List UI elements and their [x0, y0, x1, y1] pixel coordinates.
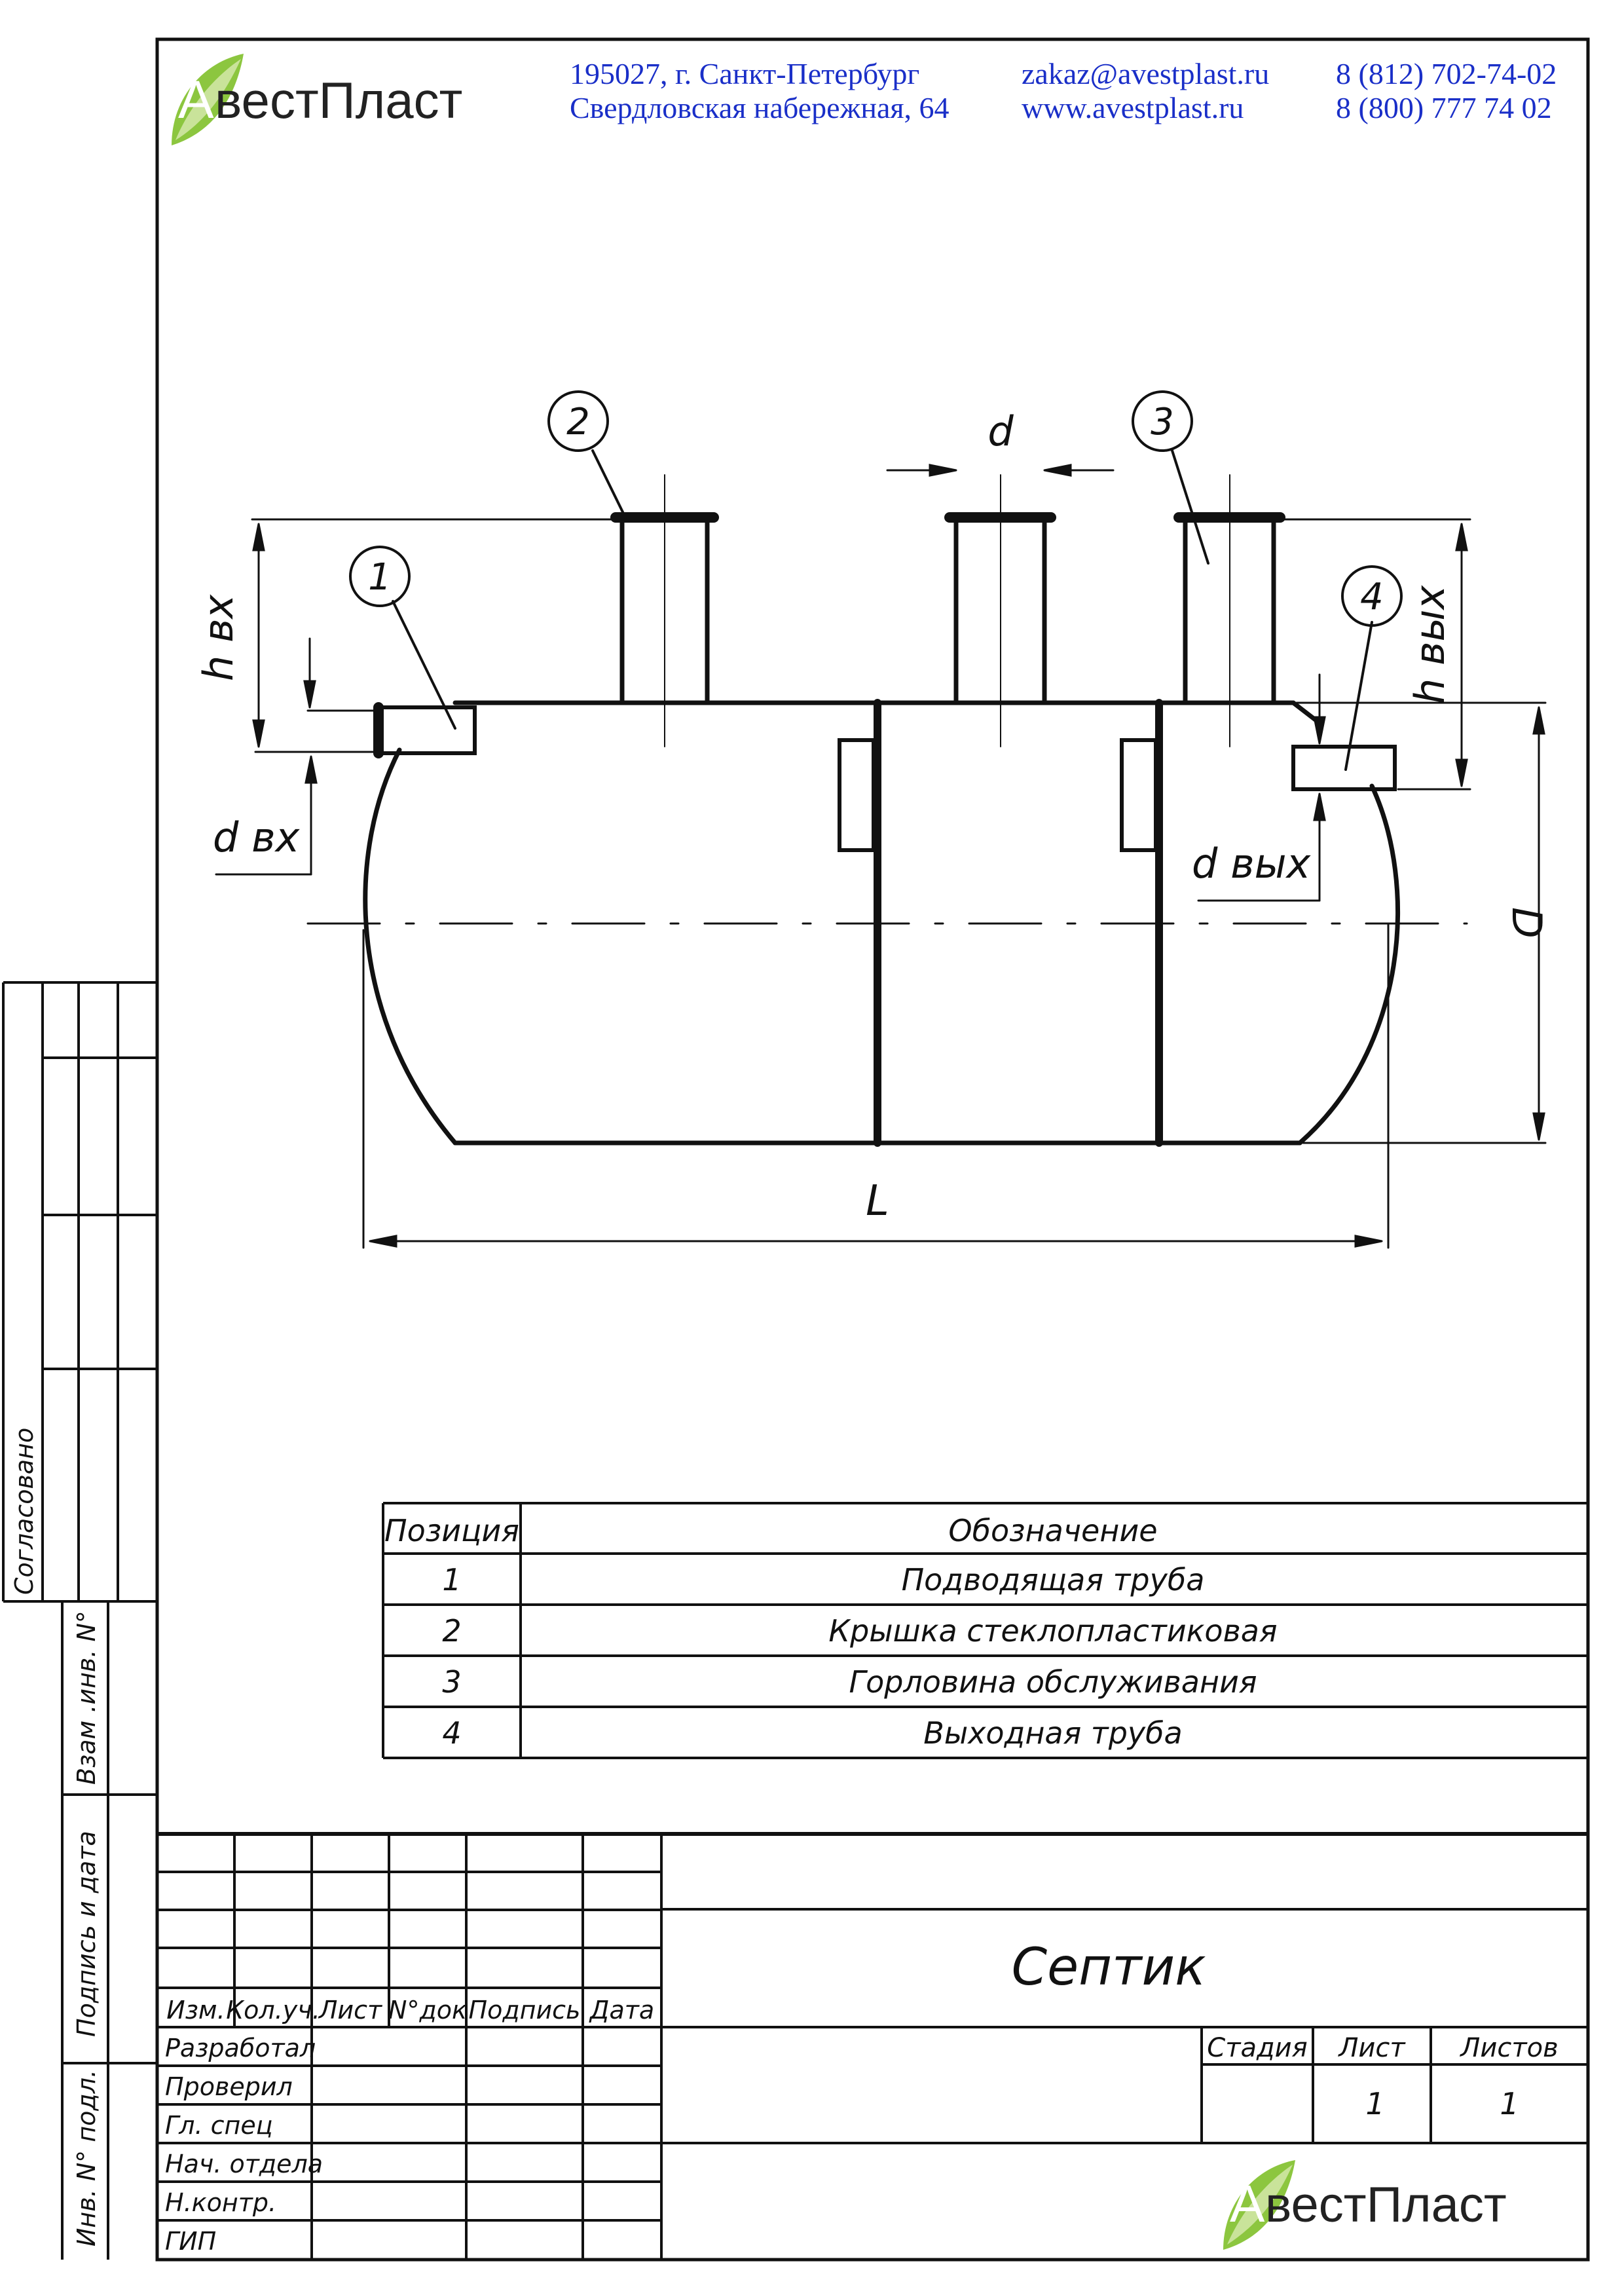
callout-4: 4: [1360, 576, 1384, 618]
drawing-title: Септик: [1012, 1938, 1206, 1997]
callout-2: 2: [566, 401, 590, 443]
spec-row-3: 3 Горловина обслуживания: [442, 1664, 1257, 1700]
phone-1: 8 (812) 702-74-02: [1336, 57, 1557, 90]
dimension-lines: [215, 464, 1547, 1249]
role-department-head: Нач. отдела: [165, 2150, 323, 2178]
side-stamp-inv-swap: Взам .инв. N°: [72, 1611, 101, 1785]
callout-circles: [349, 390, 1403, 627]
inlet-pipe: [373, 702, 477, 758]
dim-d-in: d вх: [213, 813, 301, 861]
spec-row-name: Крышка стеклопластиковая: [828, 1613, 1277, 1649]
role-list: Разработал Проверил Гл. спец Нач. отдела…: [165, 2034, 323, 2256]
side-stamp-inv-orig: Инв. N° подл.: [72, 2070, 101, 2247]
role-developer: Разработал: [165, 2034, 316, 2062]
address-line-2: Свердловская набережная, 64: [570, 91, 950, 124]
dim-h-in: h вх: [194, 593, 242, 681]
dim-D: D: [1503, 907, 1551, 939]
phone-2: 8 (800) 777 74 02: [1336, 91, 1552, 124]
callout-leaders: [392, 449, 1373, 771]
rev-header-sheet: Лист: [318, 1996, 383, 2024]
spec-header-designation: Обозначение: [948, 1513, 1157, 1548]
spec-table: [382, 1502, 1587, 1759]
logo-text: вестПласт: [215, 71, 462, 129]
logo-first-letter: А: [1230, 2174, 1265, 2233]
website-link[interactable]: www.avestplast.ru: [1022, 91, 1244, 124]
side-stamp-agreed: Согласовано: [10, 1428, 39, 1595]
spec-row-name: Выходная труба: [923, 1715, 1182, 1751]
rev-header-count: Кол.уч.: [226, 1996, 320, 2024]
spec-row-name: Горловина обслуживания: [849, 1664, 1257, 1700]
spec-header-position: Позиция: [384, 1513, 519, 1548]
rev-header-doc-no: N°док: [388, 1996, 467, 2024]
outlet-pipe: [1291, 745, 1397, 791]
role-chief-engineer: ГИП: [165, 2227, 216, 2256]
sheets-value: 1: [1500, 2086, 1519, 2121]
sheets-label: Листов: [1459, 2033, 1558, 2063]
spec-row-position: 3: [442, 1664, 461, 1700]
partition-overflows: [838, 738, 1161, 852]
title-block-logo: А вестПласт: [1223, 2160, 1507, 2250]
rev-header-change: Изм.: [166, 1996, 225, 2024]
revision-headers: Изм. Кол.уч. Лист N°док Подпись Дата: [166, 1996, 654, 2024]
role-chief-specialist: Гл. спец: [165, 2111, 273, 2140]
callout-1: 1: [368, 556, 392, 599]
dim-d-out: d вых: [1192, 840, 1312, 887]
spec-row-position: 2: [442, 1613, 461, 1649]
spec-row-name: Подводящая труба: [902, 1562, 1205, 1597]
sheet-label: Лист: [1337, 2033, 1406, 2063]
dim-d: d: [987, 407, 1014, 455]
dim-h-out: h вых: [1406, 585, 1454, 704]
rev-header-signature: Подпись: [469, 1996, 581, 2024]
title-block: [157, 1832, 1588, 2260]
logo-text: вестПласт: [1265, 2177, 1507, 2233]
neck-service-3: [1173, 474, 1285, 747]
spec-row-position: 1: [442, 1562, 461, 1597]
email-link[interactable]: zakaz@avestplast.ru: [1022, 57, 1269, 90]
logo-first-letter: А: [178, 70, 214, 130]
role-norm-control: Н.контр.: [165, 2188, 276, 2217]
side-stamp-sign-date: Подпись и дата: [72, 1831, 101, 2037]
company-logo: А вестПласт: [172, 54, 462, 145]
spec-row-4: 4 Выходная труба: [442, 1715, 1182, 1751]
address-line-1: 195027, г. Санкт-Петербург: [570, 57, 919, 90]
role-checker: Проверил: [165, 2072, 293, 2101]
spec-row-1: 1 Подводящая труба: [442, 1562, 1204, 1597]
neck-center: [944, 474, 1056, 747]
spec-row-position: 4: [442, 1715, 461, 1751]
frame: [2, 37, 1590, 2262]
sheet-value: 1: [1365, 2086, 1384, 2121]
neck-cover-2: [610, 474, 719, 747]
spec-row-2: 2 Крышка стеклопластиковая: [442, 1613, 1277, 1649]
stage-label: Стадия: [1207, 2033, 1307, 2063]
rev-header-date: Дата: [589, 1996, 654, 2024]
callout-3: 3: [1151, 401, 1174, 443]
dim-L: L: [866, 1177, 889, 1225]
septic-tank-drawing: [215, 390, 1547, 1249]
